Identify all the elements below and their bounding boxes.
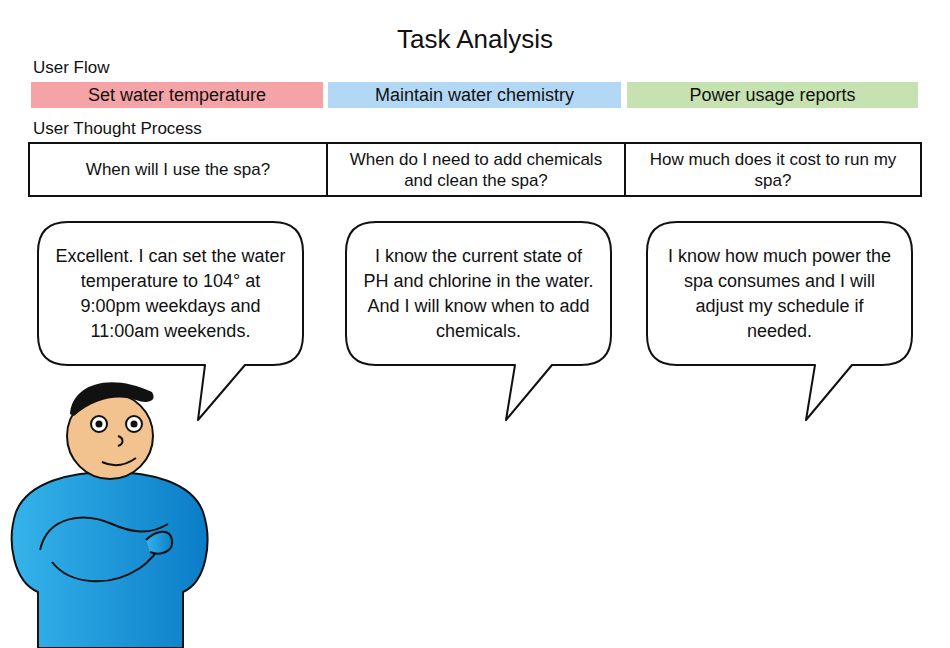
bubble-shape [38, 222, 303, 420]
bubble-text-area: I know the current state of PH and chlor… [346, 222, 611, 365]
bubble-text-area: I know how much power the spa consumes a… [647, 222, 912, 365]
node-text: Maintain water chemistry [375, 85, 574, 106]
bubble-shape [346, 222, 611, 420]
diagram-title: Task Analysis [0, 24, 950, 55]
section-label: User Thought Process [33, 119, 202, 139]
flow-step-band: Maintain water chemistry [328, 82, 621, 108]
thought-cell: How much does it cost to run my spa? [624, 142, 922, 197]
node-text: How much does it cost to run my spa? [632, 149, 914, 191]
speech-bubble: Excellent. I can set the water temperatu… [38, 222, 303, 424]
node-text: Power usage reports [689, 85, 855, 106]
bubble-shape [647, 222, 912, 420]
speech-bubble: I know how much power the spa consumes a… [647, 222, 912, 424]
speech-bubble: I know the current state of PH and chlor… [346, 222, 611, 424]
flow-step-band: Power usage reports [627, 82, 918, 108]
node-text: When will I use the spa? [86, 159, 270, 180]
section-label: User Flow [33, 58, 110, 78]
node-text: When do I need to add chemicals and clea… [334, 149, 618, 191]
thought-cell: When do I need to add chemicals and clea… [326, 142, 626, 197]
node-text: I know the current state of PH and chlor… [360, 244, 597, 344]
flow-step-band: Set water temperature [31, 82, 323, 108]
thought-cell: When will I use the spa? [28, 142, 328, 197]
node-text: I know how much power the spa consumes a… [661, 244, 898, 344]
node-text: Excellent. I can set the water temperatu… [52, 244, 289, 344]
node-text: Set water temperature [88, 85, 266, 106]
bubble-text-area: Excellent. I can set the water temperatu… [38, 222, 303, 365]
